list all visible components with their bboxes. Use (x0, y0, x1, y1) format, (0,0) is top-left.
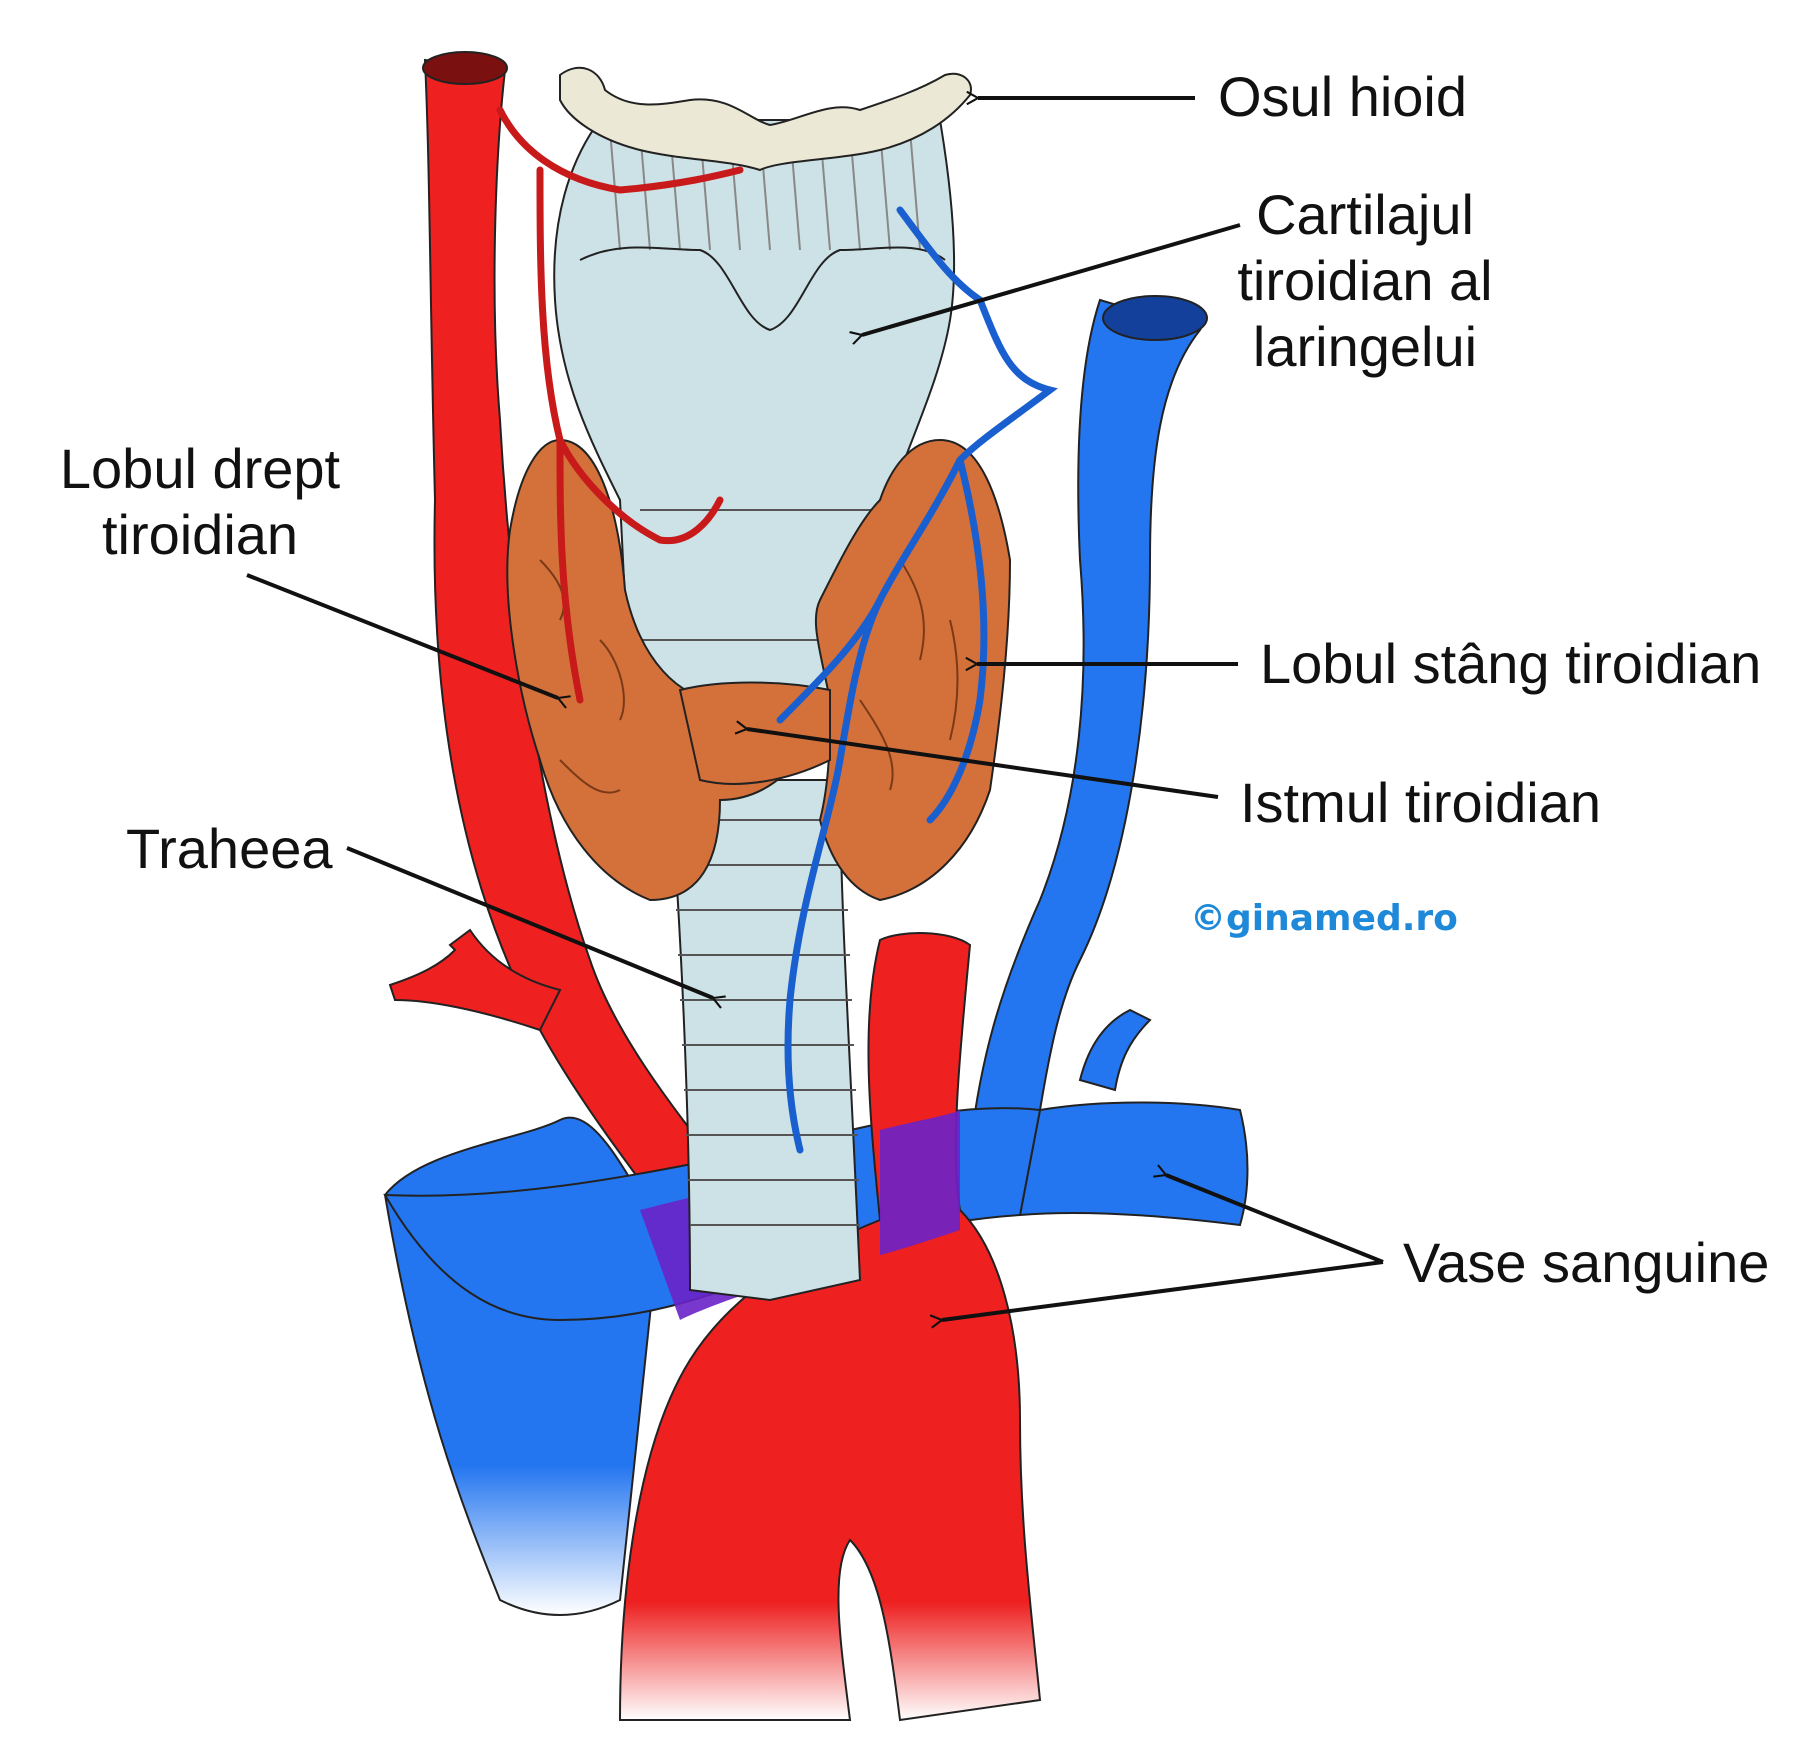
label-hyoid: Osul hioid (1218, 65, 1468, 128)
thyroid-veins (776, 206, 1058, 1154)
label-right-lobe-line2: tiroidian (101, 503, 299, 566)
arrow-isthmus (747, 729, 1219, 799)
trachea-shape (668, 779, 862, 1302)
thyroid-left-lobe (814, 438, 1012, 902)
label-left-lobe: Lobul stâng tiroidian (1260, 632, 1762, 695)
arrow-vessels-lower (942, 1260, 1384, 1320)
arrow-right-lobe (246, 573, 558, 698)
vessel-overlap-2 (880, 1110, 960, 1255)
label-right-lobe-line1: Lobul drept (59, 437, 341, 500)
label-thyroid-cartilage-line1: Cartilajul (1256, 183, 1474, 246)
label-trachea: Traheea (126, 817, 333, 880)
label-thyroid-cartilage-line2: tiroidian al (1237, 249, 1493, 312)
watermark: ©ginamed.ro (1190, 898, 1458, 939)
label-isthmus: Istmul tiroidian (1240, 771, 1602, 834)
arrow-trachea (346, 846, 713, 998)
thyroid-isthmus (678, 681, 831, 785)
vein-branch-upper (1078, 1008, 1152, 1092)
arrow-thyroid-cartilage (862, 223, 1241, 335)
carotid-artery-top (422, 51, 508, 85)
hyoid-bone-shape (559, 66, 972, 172)
subclavian-vein-left (1018, 1101, 1249, 1227)
arrow-vessels-upper (1166, 1175, 1384, 1264)
label-thyroid-cartilage-line3: laringelui (1252, 315, 1478, 378)
subclavian-artery-right (388, 928, 562, 1032)
superior-thyroid-artery (496, 106, 744, 704)
label-vessels: Vase sanguine (1403, 1231, 1770, 1294)
jugular-vein-top (1102, 295, 1208, 341)
